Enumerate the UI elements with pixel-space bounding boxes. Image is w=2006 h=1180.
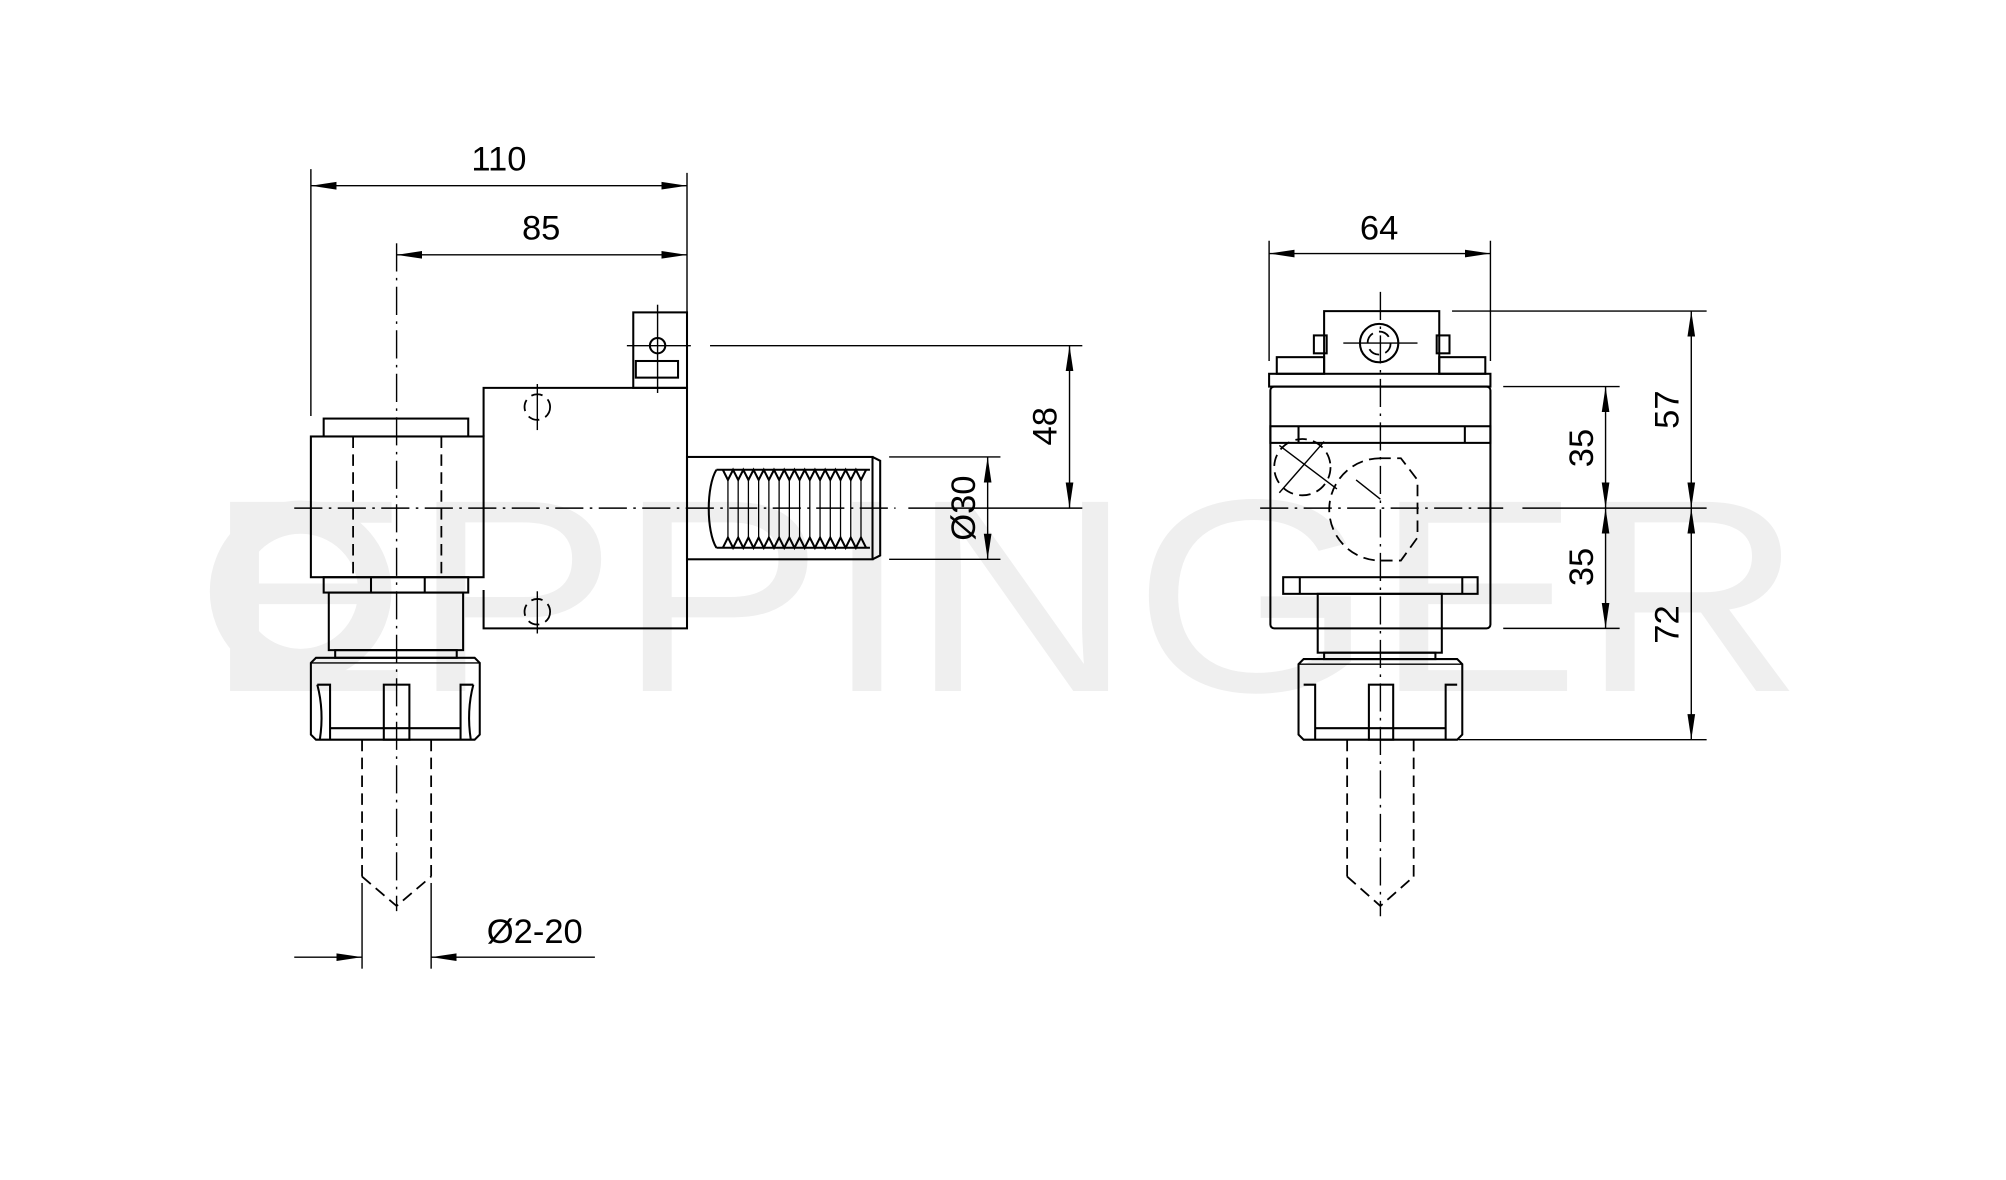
dim-top-height: 57 [1648,390,1686,428]
watermark: EPPINGER [205,443,1804,750]
dim-height-to-coolant: 48 [1027,407,1065,445]
dim-shank-diameter: Ø30 [945,475,983,540]
dim-lower-half: 35 [1563,548,1601,586]
dim-tool-range: Ø2-20 [487,913,583,951]
dim-width: 64 [1360,209,1398,247]
front-view: 64 35 35 57 72 [1260,209,1707,917]
dim-overall-length: 110 [471,140,526,178]
watermark-logo-icon [209,500,392,683]
dim-bottom-height: 72 [1648,605,1686,643]
dim-axis-to-face: 85 [522,209,560,247]
watermark-text: EPPINGER [205,443,1804,750]
side-view: 110 85 48 Ø30 Ø2-20 [294,140,1083,969]
dim-upper-half: 35 [1563,429,1601,467]
